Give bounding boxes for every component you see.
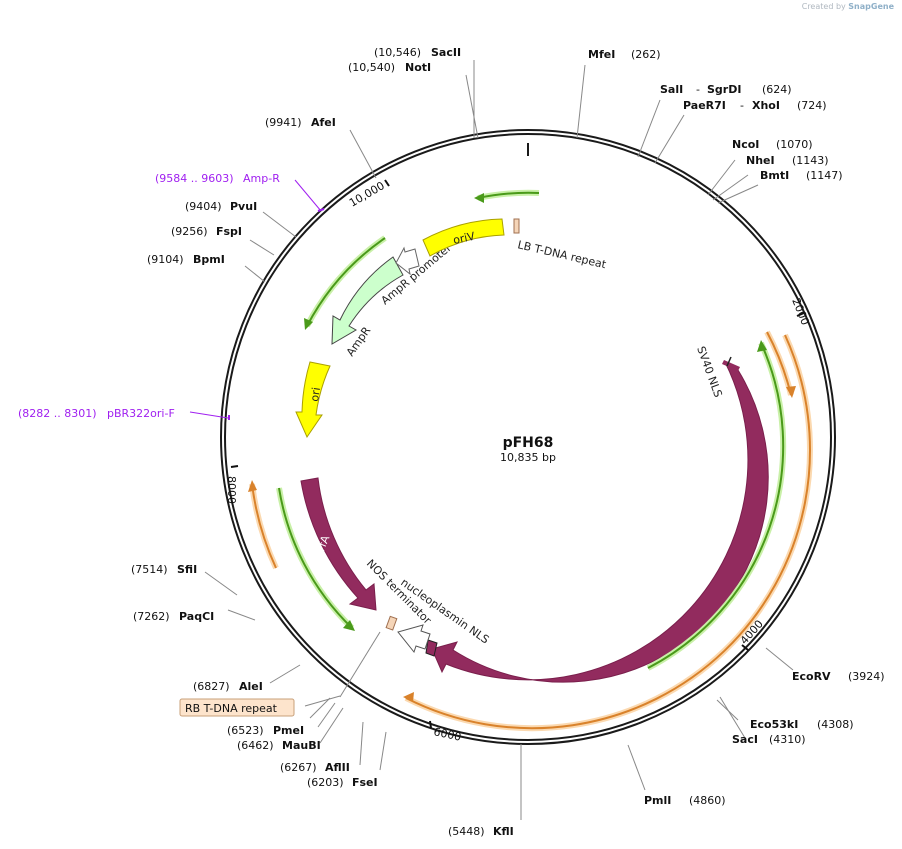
ori-feature[interactable]: ori — [295, 361, 331, 439]
primer-pbr322ori-f-name: pBR322ori-F — [107, 407, 175, 420]
ori-label: ori — [308, 386, 323, 402]
orf-top — [474, 189, 540, 203]
lb-tdna-feature[interactable]: LB T-DNA repeat — [513, 218, 608, 271]
fsei-pos: (6203) — [307, 776, 344, 789]
sacii-label[interactable]: SacII — [431, 46, 461, 59]
nhei-pos: (1143) — [792, 154, 829, 167]
primer-amp-r-name: Amp-R — [243, 172, 280, 185]
plasmid-size: 10,835 bp — [500, 451, 556, 464]
paer7i-dash: - — [740, 99, 744, 112]
tick-label-8000: 8000 — [225, 476, 238, 504]
pmei-pos: (6523) — [227, 724, 264, 737]
orf-right-green — [646, 340, 787, 671]
primer-amp-r: (9584 .. 9603) Amp-R — [155, 172, 325, 212]
mfei-label[interactable]: MfeI — [588, 48, 615, 61]
eco53ki-label[interactable]: Eco53kI — [750, 718, 798, 731]
ecorv-pos: (3924) — [848, 670, 885, 683]
orf-left-upper — [304, 235, 387, 330]
orf-left-orange — [248, 480, 279, 570]
lb-tdna-label: LB T-DNA repeat — [516, 238, 608, 271]
tick-6000: 6000 — [429, 720, 462, 744]
eco53ki-pos: (4308) — [817, 718, 854, 731]
paqci-label[interactable]: PaqCI — [179, 610, 214, 623]
tick-2000: 2000 — [789, 296, 812, 327]
orf-right-orange-long — [403, 333, 813, 732]
oriv-feature[interactable]: oriV — [422, 218, 505, 257]
aflii-label[interactable]: AflII — [325, 761, 350, 774]
sali-dash: - — [696, 83, 700, 96]
bpmi-pos: (9104) — [147, 253, 184, 266]
tick-label-2000: 2000 — [789, 296, 812, 327]
kfli-label[interactable]: KflI — [493, 825, 514, 838]
fspi-label[interactable]: FspI — [216, 225, 242, 238]
enzyme-leaders — [204, 60, 794, 820]
kfli-pos: (5448) — [448, 825, 485, 838]
tick-label-6000: 6000 — [432, 725, 462, 744]
sacii-pos: (10,546) — [374, 46, 421, 59]
alei-pos: (6827) — [193, 680, 230, 693]
paer7i-label[interactable]: PaeR7I — [683, 99, 726, 112]
bmti-label[interactable]: BmtI — [760, 169, 789, 182]
plasmid-name: pFH68 — [503, 435, 554, 451]
pvui-pos: (9404) — [185, 200, 222, 213]
backbone — [220, 129, 836, 745]
rb-tdna-marker — [385, 615, 398, 631]
aflii-pos: (6267) — [280, 761, 317, 774]
paqci-pos: (7262) — [133, 610, 170, 623]
nhei-label[interactable]: NheI — [746, 154, 775, 167]
bpmi-label[interactable]: BpmI — [193, 253, 225, 266]
saci-label[interactable]: SacI — [732, 733, 758, 746]
sali-label[interactable]: SalI — [660, 83, 683, 96]
ncoi-label[interactable]: NcoI — [732, 138, 759, 151]
pvui-label[interactable]: PvuI — [230, 200, 257, 213]
paer7i-pos: (724) — [797, 99, 827, 112]
sv40-nls-label: SV40 NLS — [694, 345, 724, 400]
afei-label[interactable]: AfeI — [311, 116, 336, 129]
sali-pos: (624) — [762, 83, 792, 96]
fspi-pos: (9256) — [171, 225, 208, 238]
mfei-pos: (262) — [631, 48, 661, 61]
sfii-label[interactable]: SfiI — [177, 563, 197, 576]
snapgene-credit: Created by SnapGene — [802, 2, 894, 11]
oriv-label: oriV — [452, 230, 477, 247]
xhoi-label[interactable]: XhoI — [752, 99, 780, 112]
sgrdi-label[interactable]: SgrDI — [707, 83, 741, 96]
tick-8000: 8000 — [225, 465, 239, 504]
rb-tdna-label: RB T-DNA repeat — [185, 702, 278, 715]
cas9-label: Cas9 — [665, 582, 693, 610]
orf-left-lower — [276, 487, 355, 631]
maubi-label[interactable]: MauBI — [282, 739, 321, 752]
rb-tdna-label-box[interactable]: RB T-DNA repeat — [179, 698, 295, 717]
afei-pos: (9941) — [265, 116, 302, 129]
enzyme-labels: (10,546) SacII (10,540) NotI MfeI (262) … — [131, 46, 885, 838]
alei-label[interactable]: AleI — [239, 680, 263, 693]
saci-pos: (4310) — [769, 733, 806, 746]
trfa-feature[interactable]: trfA — [300, 477, 377, 611]
ecorv-label[interactable]: EcoRV — [792, 670, 831, 683]
noti-pos: (10,540) — [348, 61, 395, 74]
primer-pbr322ori-f: (8282 .. 8301) pBR322ori-F — [18, 407, 230, 420]
maubi-pos: (6462) — [237, 739, 274, 752]
snapgene-brand: SnapGene — [848, 2, 894, 11]
pmli-pos: (4860) — [689, 794, 726, 807]
fsei-label[interactable]: FseI — [352, 776, 378, 789]
primer-pbr322ori-f-range: (8282 .. 8301) — [18, 407, 97, 420]
bmti-pos: (1147) — [806, 169, 843, 182]
noti-label[interactable]: NotI — [405, 61, 431, 74]
ncoi-pos: (1070) — [776, 138, 813, 151]
pmli-label[interactable]: PmlI — [644, 794, 671, 807]
credit-prefix: Created by — [801, 2, 846, 11]
primer-amp-r-range: (9584 .. 9603) — [155, 172, 234, 185]
sfii-pos: (7514) — [131, 563, 168, 576]
pmei-label[interactable]: PmeI — [273, 724, 304, 737]
orf-right-orange-short — [764, 330, 796, 398]
